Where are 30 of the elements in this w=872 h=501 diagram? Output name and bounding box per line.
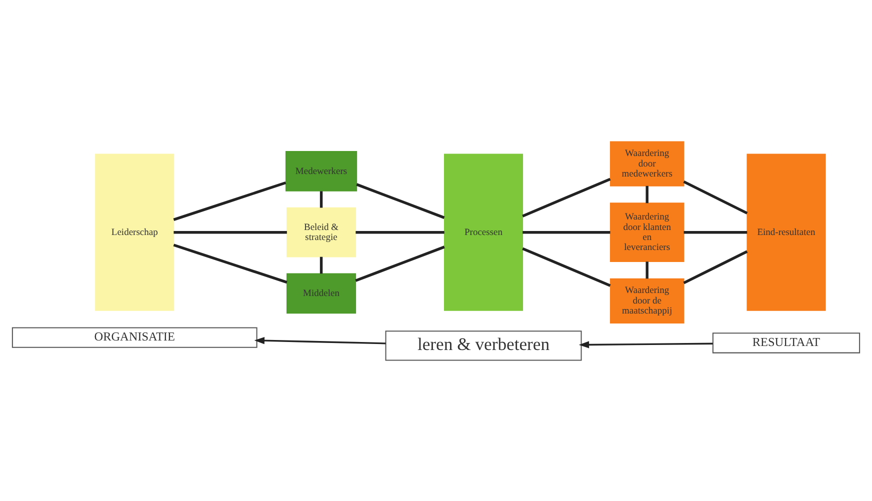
- arrow: [578, 340, 713, 348]
- node-box: Eind-resultaten: [746, 153, 826, 310]
- node-box: RESULTAAT: [712, 332, 860, 353]
- connector: [320, 256, 323, 274]
- arrow: [254, 336, 386, 344]
- node-box: Leiderschap: [95, 153, 174, 310]
- node-box: Beleid & strategie: [286, 206, 356, 257]
- node-box: ORGANISATIE: [12, 326, 258, 348]
- node-box: leren & verbeteren: [385, 330, 582, 360]
- connector: [522, 246, 611, 286]
- connector: [683, 250, 748, 284]
- node-box: Waardering door medewerkers: [610, 140, 684, 186]
- connector: [646, 261, 648, 278]
- connector: [356, 182, 445, 218]
- connector: [684, 230, 748, 234]
- connector: [356, 230, 444, 234]
- connector: [683, 180, 748, 214]
- connector: [522, 230, 610, 234]
- connector: [355, 245, 445, 282]
- connector: [320, 190, 323, 208]
- node-box: Waardering door de maatschappij: [610, 278, 684, 323]
- node-box: Processen: [444, 153, 524, 310]
- connector: [646, 185, 648, 203]
- connector: [522, 177, 611, 217]
- node-box: Middelen: [286, 272, 356, 314]
- connector: [174, 230, 287, 234]
- node-box: Waardering door klanten en leveranciers: [610, 202, 684, 262]
- connector: [173, 180, 286, 220]
- node-box: Medewerkers: [285, 150, 358, 191]
- connector: [173, 243, 288, 284]
